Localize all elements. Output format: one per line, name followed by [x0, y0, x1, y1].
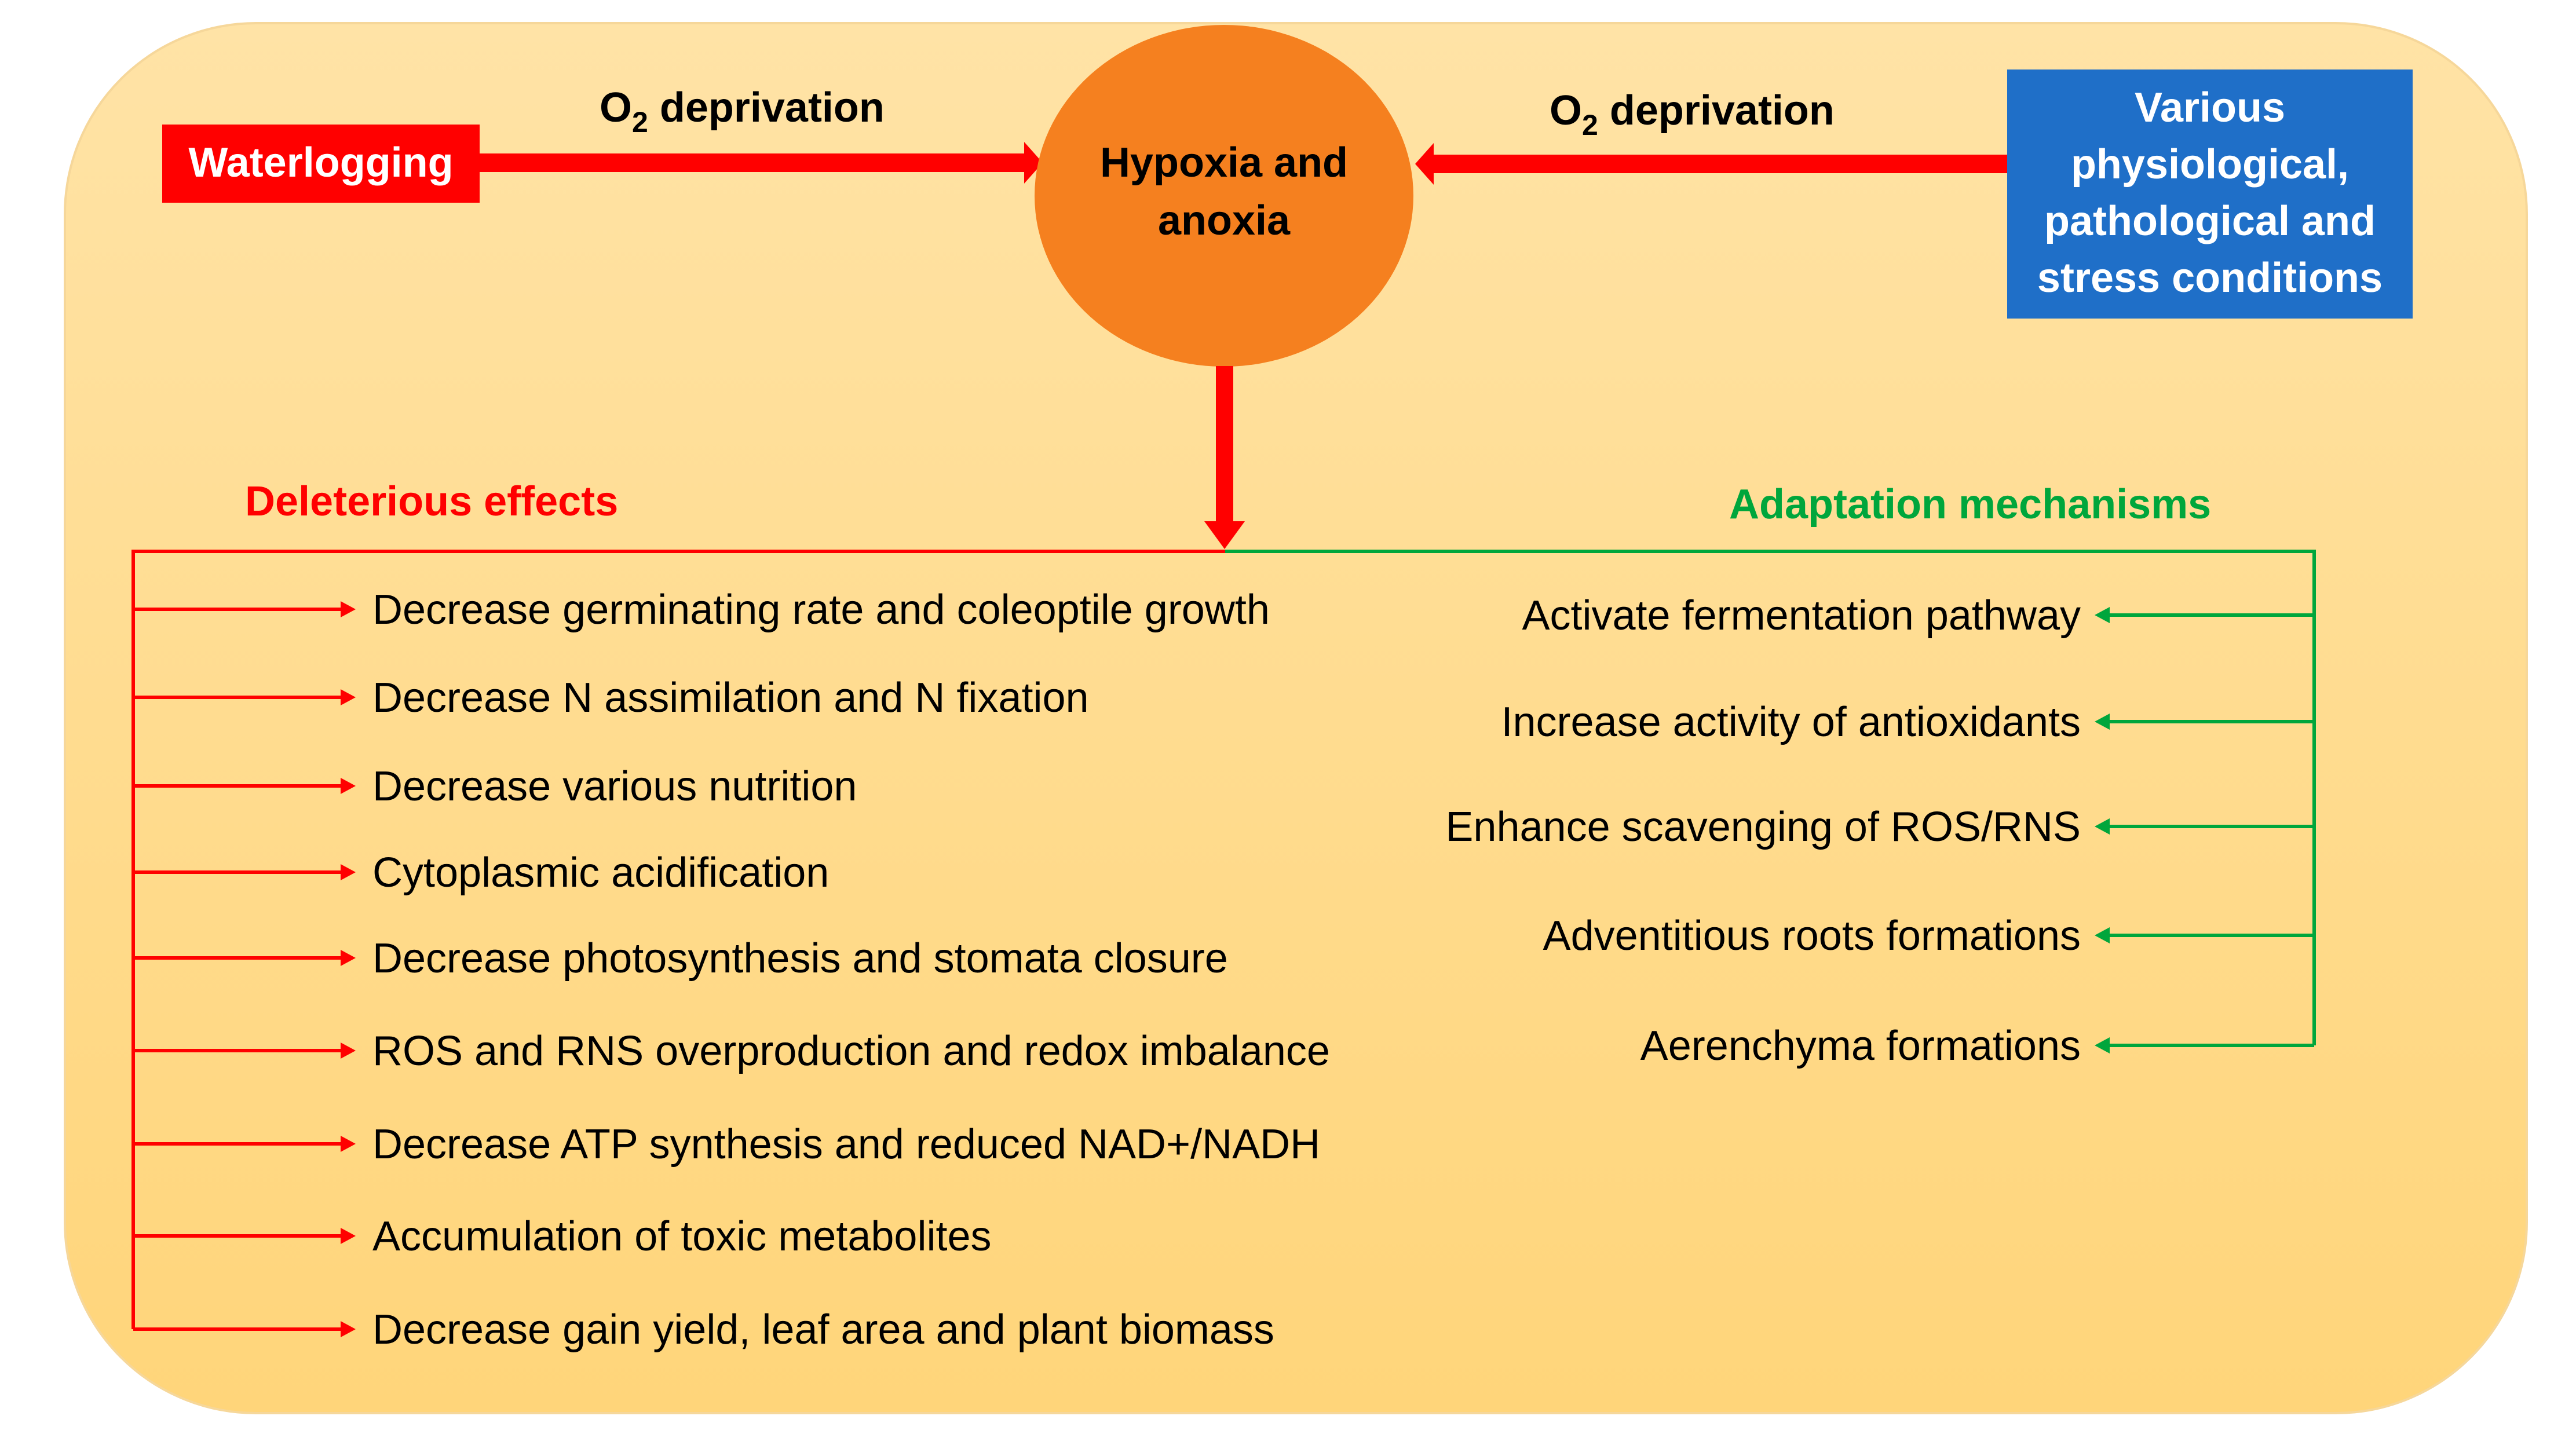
adaptation-arrowhead [2095, 818, 2110, 835]
deleterious-item: ROS and RNS overproduction and redox imb… [372, 1028, 1330, 1074]
adaptation-arrowhead [2095, 607, 2110, 623]
adaptation-heading: Adaptation mechanisms [1729, 481, 2211, 528]
deleterious-arrowhead [341, 689, 356, 705]
circle-line-2: anoxia [1158, 197, 1291, 244]
left-arrow-label: O2 deprivation [600, 85, 885, 138]
conditions-line-3: pathological and [2044, 198, 2376, 244]
deleterious-list: Decrease germinating rate and coleoptile… [133, 587, 1330, 1353]
conditions-box: Various physiological, pathological and … [2007, 69, 2413, 319]
deleterious-arrowhead [341, 778, 356, 794]
left-deprivation-arrow [480, 142, 1043, 184]
deleterious-item: Decrease photosynthesis and stomata clos… [372, 935, 1228, 982]
deleterious-arrowhead [341, 1321, 356, 1337]
right-deprivation-arrow [1415, 143, 2007, 185]
deleterious-arrowhead [341, 950, 356, 966]
waterlogging-box: Waterlogging [162, 125, 480, 203]
deleterious-item: Decrease germinating rate and coleoptile… [372, 587, 1270, 633]
conditions-line-2: physiological, [2071, 141, 2349, 188]
deleterious-item: Decrease ATP synthesis and reduced NAD+/… [372, 1121, 1320, 1168]
adaptation-item: Adventitious roots formations [1543, 913, 2081, 959]
deleterious-bracket [131, 550, 1225, 1329]
deleterious-item: Decrease various nutrition [372, 763, 857, 810]
deleterious-item: Decrease gain yield, leaf area and plant… [372, 1307, 1274, 1353]
adaptation-arrowhead [2095, 927, 2110, 943]
adaptation-item: Aerenchyma formations [1640, 1023, 2081, 1069]
deleterious-arrowhead [341, 864, 356, 880]
circle-line-1: Hypoxia and [1100, 140, 1348, 186]
conditions-line-1: Various [2135, 85, 2285, 131]
deleterious-arrowhead [341, 1042, 356, 1059]
deleterious-item: Cytoplasmic acidification [372, 850, 829, 896]
hypoxia-circle: Hypoxia and anoxia [1035, 25, 1413, 367]
deleterious-arrowhead [341, 601, 356, 617]
background-panel [64, 22, 2528, 1414]
down-arrow [1204, 366, 1245, 549]
adaptation-item: Activate fermentation pathway [1522, 592, 2081, 639]
conditions-line-4: stress conditions [2037, 255, 2383, 301]
adaptation-bracket [1225, 550, 2316, 1045]
right-arrow-label: O2 deprivation [1550, 87, 1835, 141]
deleterious-item: Accumulation of toxic metabolites [372, 1213, 992, 1260]
deleterious-heading: Deleterious effects [245, 478, 618, 525]
adaptation-arrowhead [2095, 1037, 2110, 1053]
waterlogging-label: Waterlogging [188, 140, 453, 186]
deleterious-arrowhead [341, 1136, 356, 1152]
deleterious-item: Decrease N assimilation and N fixation [372, 675, 1089, 721]
adaptation-item: Enhance scavenging of ROS/RNS [1445, 804, 2081, 850]
adaptation-item: Increase activity of antioxidants [1501, 699, 2081, 745]
deleterious-arrowhead [341, 1228, 356, 1244]
adaptation-arrowhead [2095, 714, 2110, 730]
